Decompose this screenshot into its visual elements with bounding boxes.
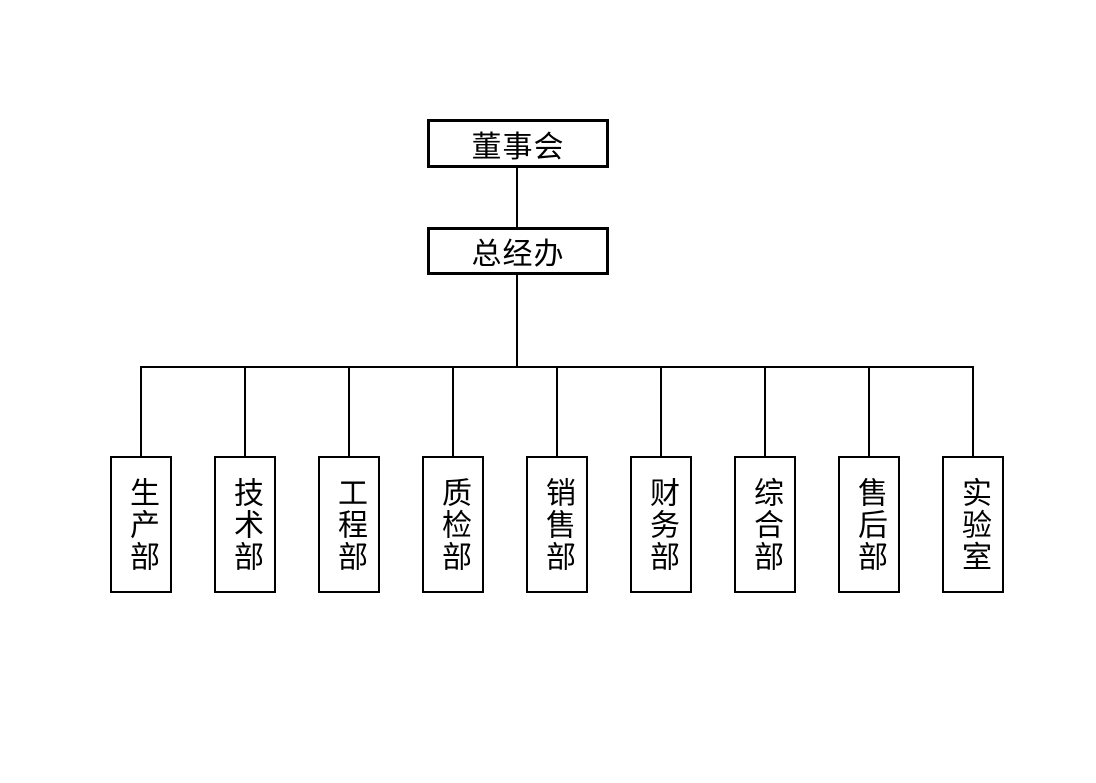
- dept-quality-inspection-label: 质检部: [437, 476, 470, 573]
- node-dept-engineering: 工程部: [318, 456, 380, 593]
- node-dept-quality-inspection: 质检部: [422, 456, 484, 593]
- node-dept-technology: 技术部: [214, 456, 276, 593]
- connector-drop-after-sales: [868, 366, 870, 457]
- general-office-label: 总经办: [471, 238, 565, 271]
- dept-laboratory-label: 实验室: [957, 476, 990, 573]
- node-dept-sales: 销售部: [526, 456, 588, 593]
- dept-technology-label: 技术部: [229, 476, 262, 573]
- board-of-directors-label: 董事会: [471, 130, 565, 164]
- dept-engineering-label: 工程部: [333, 476, 366, 573]
- connector-drop-general-affairs: [764, 366, 766, 457]
- node-dept-after-sales: 售后部: [838, 456, 900, 593]
- connector-drop-sales: [556, 366, 558, 457]
- connector-drop-finance: [660, 366, 662, 457]
- connector-drop-technology: [244, 366, 246, 457]
- dept-finance-label: 财务部: [645, 476, 678, 573]
- node-general-office: 总经办: [427, 227, 609, 275]
- dept-general-affairs-label: 综合部: [749, 476, 782, 573]
- connector-office-stem: [516, 274, 518, 367]
- node-dept-general-affairs: 综合部: [734, 456, 796, 593]
- node-board-of-directors: 董事会: [427, 119, 609, 168]
- connector-drop-quality: [452, 366, 454, 457]
- dept-sales-label: 销售部: [541, 476, 574, 573]
- connector-drop-laboratory: [972, 366, 974, 457]
- connector-board-to-office: [516, 167, 518, 228]
- node-dept-production: 生产部: [110, 456, 172, 593]
- dept-production-label: 生产部: [125, 476, 158, 573]
- connector-drop-production: [140, 366, 142, 457]
- dept-after-sales-label: 售后部: [853, 476, 886, 573]
- node-dept-laboratory: 实验室: [942, 456, 1004, 593]
- connector-drop-engineering: [348, 366, 350, 457]
- node-dept-finance: 财务部: [630, 456, 692, 593]
